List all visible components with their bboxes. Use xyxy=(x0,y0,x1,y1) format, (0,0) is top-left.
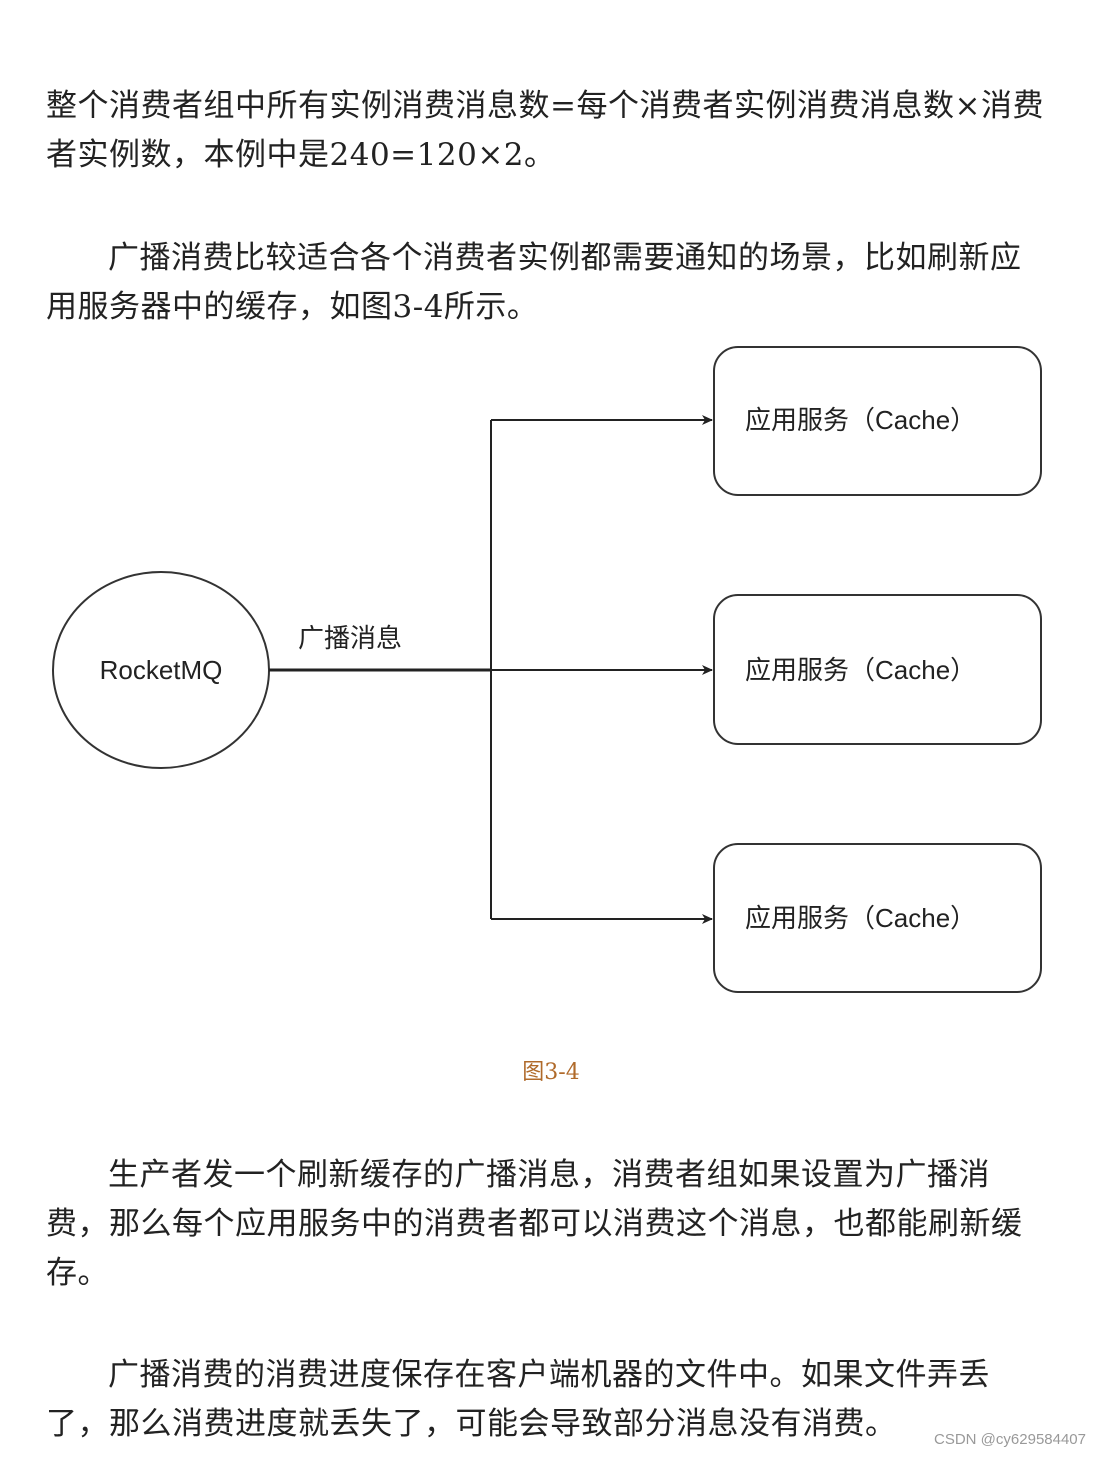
target-node-3: 应用服务（Cache） xyxy=(713,843,1042,993)
target-node-3-label: 应用服务（Cache） xyxy=(745,903,976,933)
paragraph-3: 生产者发一个刷新缓存的广播消息，消费者组如果设置为广播消费，那么每个应用服务中的… xyxy=(46,1157,1023,1291)
watermark: CSDN @cy629584407 xyxy=(934,1431,1086,1448)
figure-caption: 图3-4 xyxy=(522,1060,580,1085)
target-node-1: 应用服务（Cache） xyxy=(713,346,1042,496)
broadcast-diagram: RocketMQ 广播消息 应用服务（Cache） 应用服务（Cache） 应用… xyxy=(52,346,1042,993)
paragraph-4: 广播消费的消费进度保存在客户端机器的文件中。如果文件弄丢了，那么消费进度就丢失了… xyxy=(46,1357,990,1442)
edge-label: 广播消息 xyxy=(298,623,402,653)
paragraph-1: 整个消费者组中所有实例消费消息数=每个消费者实例消费消息数×消费者实例数，本例中… xyxy=(46,88,1044,173)
connector-lines xyxy=(269,415,713,924)
rocketmq-label: RocketMQ xyxy=(100,655,223,685)
target-node-1-label: 应用服务（Cache） xyxy=(745,405,976,435)
paragraph-2: 广播消费比较适合各个消费者实例都需要通知的场景，比如刷新应用服务器中的缓存，如图… xyxy=(46,240,1022,325)
target-node-2: 应用服务（Cache） xyxy=(713,594,1042,745)
target-node-2-label: 应用服务（Cache） xyxy=(745,655,976,685)
